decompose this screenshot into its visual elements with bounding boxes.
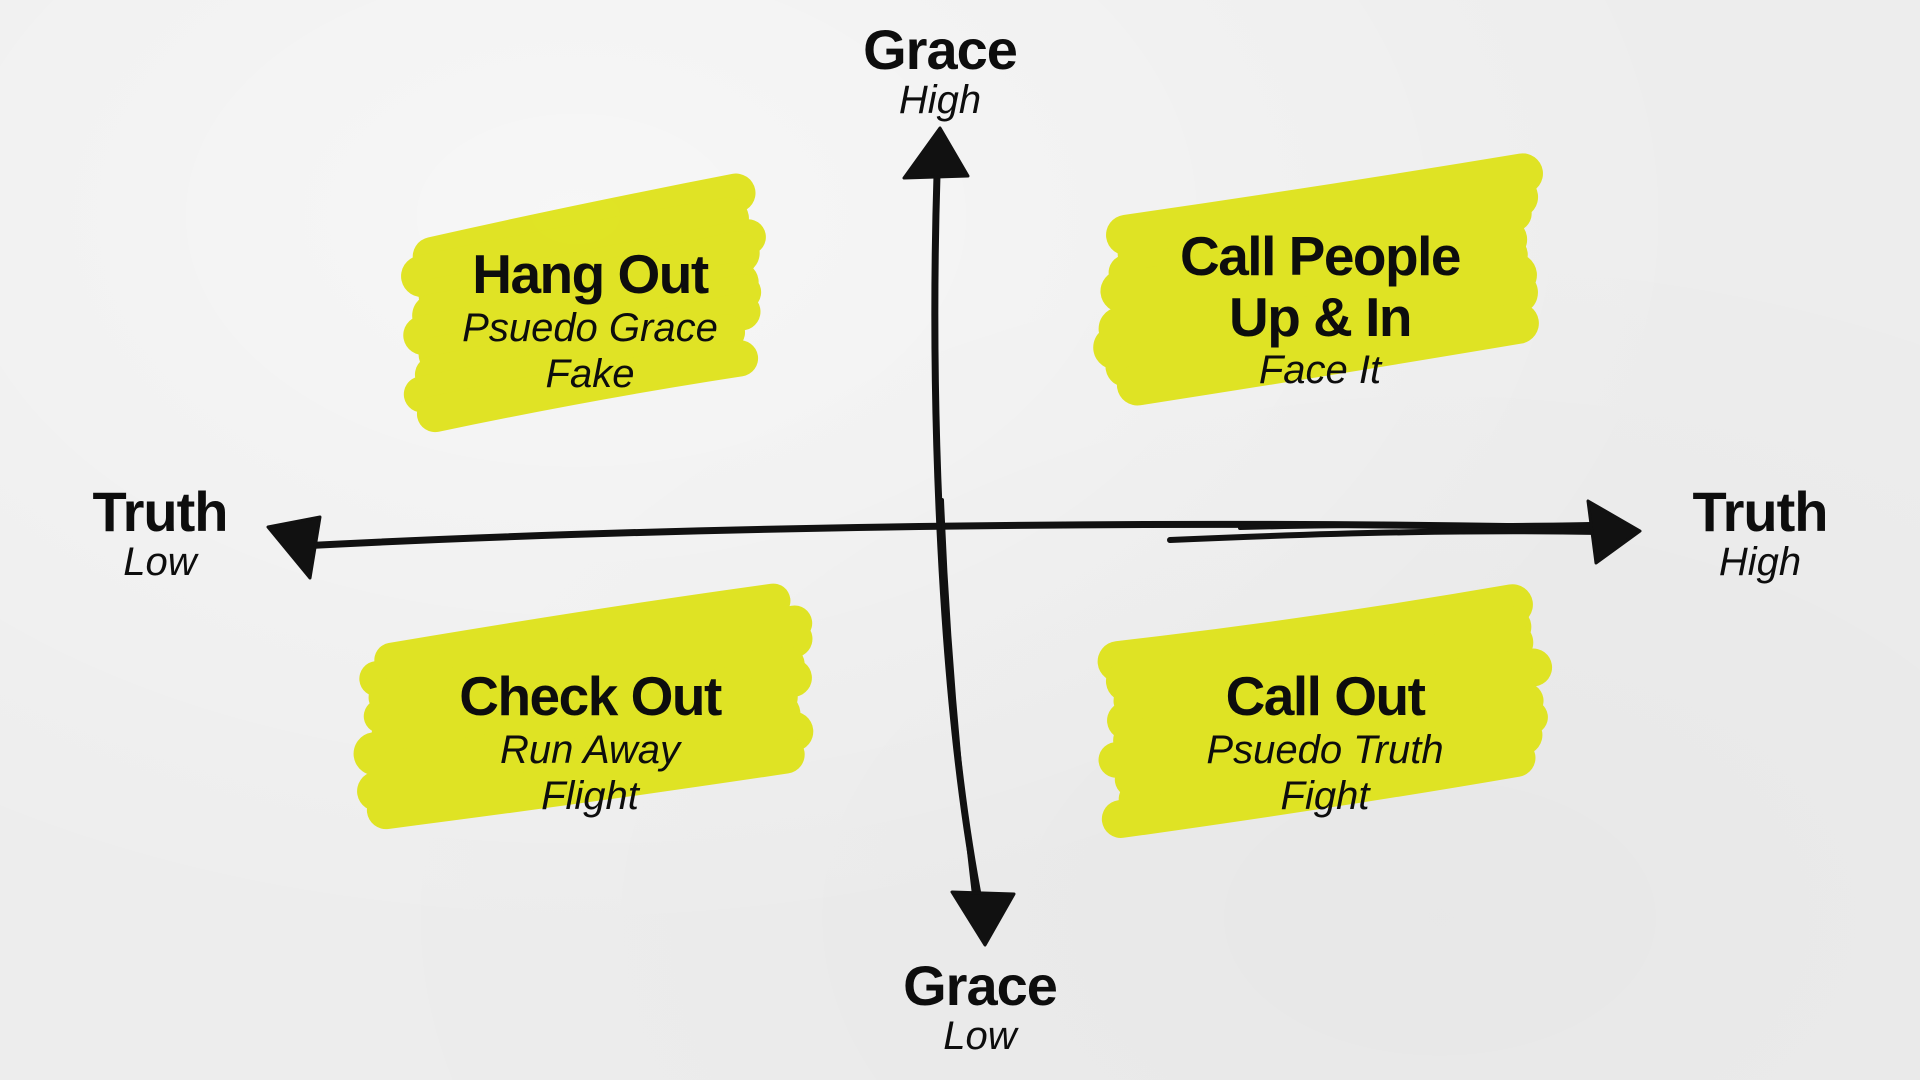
- quadrant-top-left: Hang Out Psuedo Grace Fake: [390, 244, 790, 397]
- highlight-stroke: [401, 197, 749, 298]
- horizontal-axis-line-triple: [1238, 522, 1592, 530]
- arrowhead-up: [902, 126, 970, 180]
- highlight-layer: [353, 153, 1553, 838]
- axis-subtitle: High: [898, 78, 982, 122]
- quadrant-bottom-left: Check Out Run Away Flight: [390, 666, 790, 819]
- highlight-stroke: [1101, 738, 1536, 838]
- quadrant-subtitle: Run Away: [499, 727, 681, 772]
- arrowhead-down: [950, 890, 1016, 947]
- axis-subtitle: High: [1718, 540, 1802, 584]
- arrowhead-left: [266, 515, 322, 580]
- axis-title: Truth: [92, 480, 229, 543]
- highlight-bottom-right: [1097, 584, 1553, 838]
- highlight-stroke: [366, 735, 805, 830]
- highlight-stroke: [357, 711, 814, 812]
- highlight-stroke: [368, 620, 813, 717]
- quadrant-subtitle: Psuedo Grace: [462, 305, 718, 350]
- highlight-stroke: [1113, 621, 1534, 723]
- vertical-axis-line-double: [940, 498, 976, 897]
- axis-label-truth-low: Truth Low: [60, 480, 260, 584]
- axis-subtitle: Low: [123, 540, 197, 584]
- quadrant-subtitle: Face It: [1258, 348, 1382, 392]
- quadrant-title: Call People: [1180, 225, 1461, 287]
- highlight-stroke: [374, 583, 791, 678]
- vertical-axis-line: [931, 171, 984, 909]
- quadrant-subtitle: Psuedo Truth: [1206, 727, 1444, 772]
- quadrant-title: Up & In: [1229, 285, 1412, 348]
- quadrant-title: Check Out: [459, 665, 722, 727]
- axes: [296, 171, 1603, 909]
- highlight-stroke: [416, 340, 759, 433]
- arrowhead-right: [1586, 499, 1642, 565]
- quadrant-title: Call Out: [1225, 665, 1426, 727]
- axis-title: Grace: [863, 18, 1018, 81]
- axis-label-grace-low: Grace Low: [860, 954, 1100, 1058]
- highlight-top-right: [1093, 153, 1543, 406]
- axis-title: Truth: [1692, 480, 1829, 543]
- axis-title: Grace: [903, 954, 1058, 1017]
- horizontal-axis-line-double: [1167, 528, 1603, 543]
- highlight-stroke: [403, 314, 746, 413]
- quadrant-subtitle: Flight: [541, 773, 639, 818]
- highlight-top-left: [401, 173, 766, 433]
- highlight-bottom-left: [353, 583, 814, 830]
- quadrant-subtitle: Fight: [1280, 773, 1370, 818]
- quadrant-top-right: Call People Up & In Face It: [1110, 226, 1530, 393]
- quadrant-subtitle: Fake: [545, 351, 635, 396]
- axis-label-grace-high: Grace High: [820, 18, 1060, 122]
- axis-label-truth-high: Truth High: [1660, 480, 1860, 584]
- quadrant-title: Hang Out: [472, 243, 709, 305]
- axis-subtitle: Low: [943, 1014, 1017, 1058]
- arrowheads: [266, 126, 1642, 947]
- quadrant-bottom-right: Call Out Psuedo Truth Fight: [1120, 666, 1530, 819]
- highlight-stroke: [1118, 714, 1543, 820]
- highlight-stroke: [1116, 302, 1539, 406]
